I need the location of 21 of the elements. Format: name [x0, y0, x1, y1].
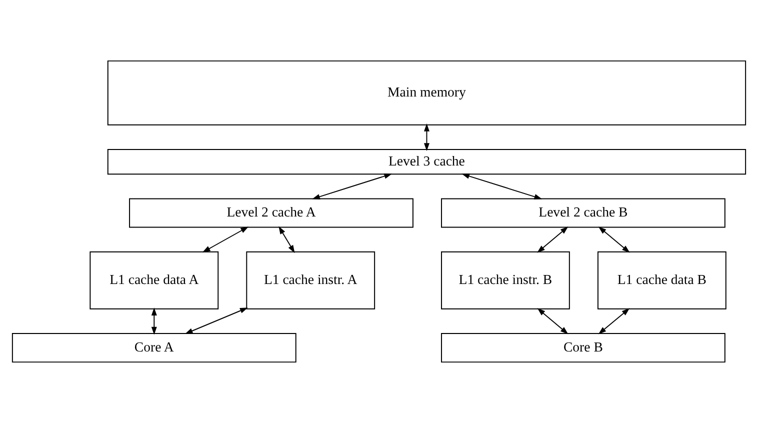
arrow [598, 226, 630, 253]
arrow [184, 308, 248, 334]
node-box: L1 cache data A [90, 251, 219, 310]
arrow [278, 226, 295, 254]
node-box: Level 2 cache A [129, 198, 414, 228]
arrow [462, 173, 542, 200]
node-box: L1 cache data B [597, 251, 726, 310]
arrow [202, 226, 249, 252]
node-box: Main memory [107, 60, 746, 126]
node-box: Level 3 cache [107, 149, 746, 175]
arrow [312, 174, 392, 200]
node-box: Core A [12, 333, 296, 363]
arrow [537, 308, 568, 334]
node-box: Level 2 cache B [441, 198, 726, 228]
node-box: Core B [441, 333, 726, 363]
arrow [151, 308, 157, 335]
arrow [537, 226, 568, 253]
arrow [424, 124, 430, 151]
node-box: L1 cache instr. B [441, 251, 570, 310]
arrow [598, 308, 630, 334]
node-box: L1 cache instr. A [246, 251, 376, 310]
